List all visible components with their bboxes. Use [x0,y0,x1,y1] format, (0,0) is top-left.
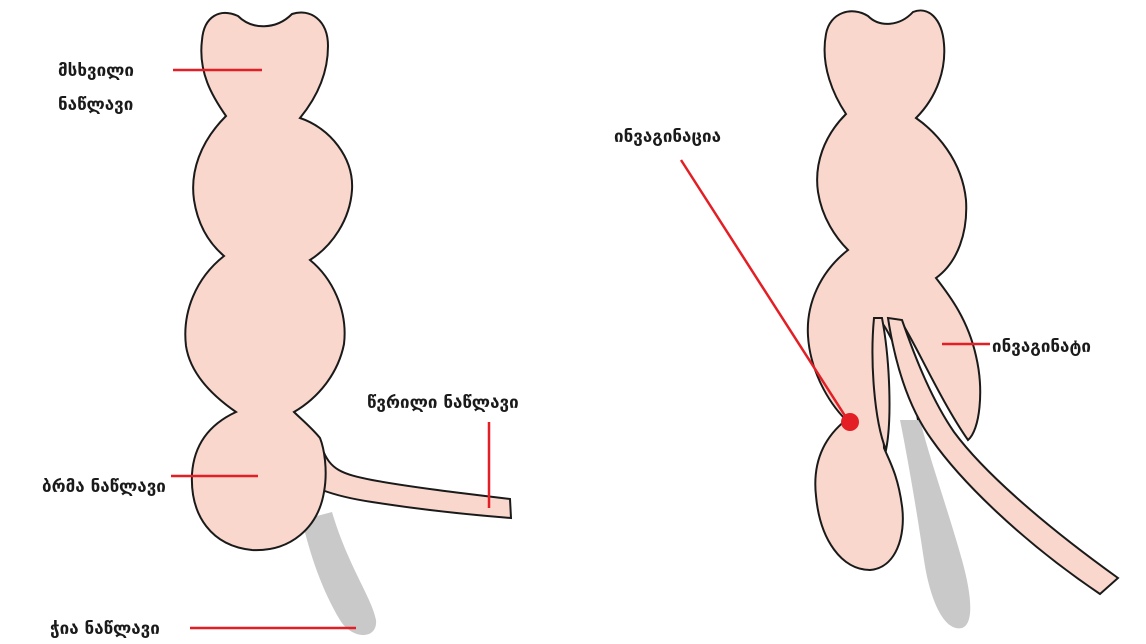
appendix-shape [302,512,376,635]
intussusception-panel: ინვაგინაცია ინვაგინატი [614,10,1118,628]
normal-bowel-panel: მსხვილი ნაწლავი წვრილი ნაწლავი ბრმა ნაწლ… [42,12,519,639]
invaginate-label: ინვაგინატი [992,337,1091,357]
cecum-label: ბრმა ნაწლავი [42,477,166,497]
invagination-label: ინვაგინაცია [614,127,721,147]
large-intestine-label-line1: მსხვილი [58,61,134,81]
invagination-point [841,413,859,431]
large-intestine-label-line2: ნაწლავი [58,95,133,115]
appendix-label: ჭია ნაწლავი [50,619,160,639]
invaginated-colon [808,10,980,570]
small-intestine-tube [322,448,511,518]
small-intestine-label: წვრილი ნაწლავი [367,393,519,413]
